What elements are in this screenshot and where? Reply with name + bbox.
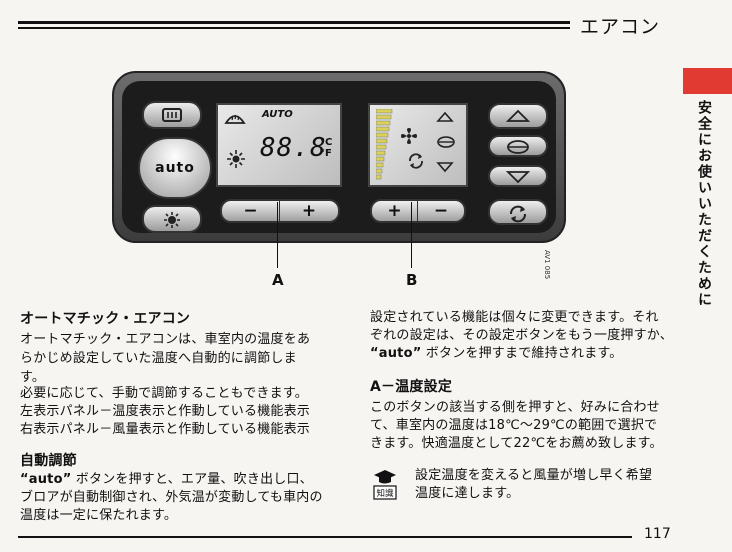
recirculation-icon: [409, 153, 423, 169]
temperature-minus-button: −: [222, 201, 280, 221]
unit-fahrenheit: °F: [320, 148, 332, 159]
body-line: 必要に応じて、手動で調節することもできます。: [20, 386, 308, 401]
fan-icon: [401, 128, 417, 144]
body-line: て、車室内の温度は18℃～29℃の範囲で選択で: [370, 418, 658, 433]
callout-b-label: B: [406, 271, 418, 289]
sun-icon: [164, 212, 180, 228]
knowledge-cap-icon: 知識: [373, 470, 397, 500]
panel-face: auto AUTO 88.8 °C °F: [122, 81, 556, 233]
unit-celsius: °C: [320, 137, 333, 148]
recirculation-icon: [510, 205, 526, 223]
body-line: 左表示パネル－温度表示と作動している機能表示: [20, 404, 311, 419]
fan-minus-button: −: [433, 201, 449, 221]
section-heading-temperature: A－温度設定: [370, 379, 453, 395]
fan-plus-button: +: [372, 201, 418, 221]
vent-face-icon: [507, 140, 529, 154]
body-line: このボタンの該当する側を押すと、好みに合わせ: [370, 400, 660, 415]
body-text: ボタンを押すまで維持されます。: [421, 346, 623, 361]
body-line: 温度は一定に保たれます。: [20, 508, 178, 523]
auto-keyword: “auto”: [370, 346, 422, 361]
callout-a-label: A: [272, 271, 284, 289]
page-title: エアコン: [580, 16, 661, 38]
auto-indicator: AUTO: [262, 109, 293, 120]
vent-center-icon: [437, 136, 455, 148]
left-display-panel: AUTO 88.8 °C °F: [216, 103, 342, 187]
vent-down-icon: [436, 162, 454, 173]
section-tab-marker: [683, 68, 732, 94]
body-line: “auto” ボタンを押すまで維持されます。: [370, 344, 623, 363]
body-line: 右表示パネル－風量表示と作動している機能表示: [20, 422, 311, 437]
arrow-down-icon: [505, 171, 531, 184]
body-text: ボタンを押すと、エア量、吹き出し口、: [71, 472, 313, 487]
vent-up-icon: [436, 111, 454, 122]
windscreen-defrost-icon: [224, 114, 246, 124]
temperature-plus-button: +: [301, 201, 317, 221]
section-heading-auto-adjust: 自動調節: [20, 453, 77, 469]
temperature-readout: 88.8: [260, 133, 327, 163]
auto-keyword: “auto”: [20, 472, 72, 487]
body-line: 設定されている機能は個々に変更できます。それ: [370, 310, 659, 325]
section-tab-label: 安全にお使いいただくために: [696, 100, 712, 308]
header-rule-thin: [18, 27, 570, 29]
recirculation-sun-button: [142, 205, 202, 233]
body-line: ぞれの設定は、その設定ボタンをもう一度押すか、: [370, 328, 673, 343]
section-heading-automatic-ac: オートマチック・エアコン: [20, 311, 191, 327]
recirculation-button: [488, 199, 548, 225]
callout-a-line: [277, 202, 278, 268]
body-line: らかじめ設定していた温度へ自動的に調節しま: [20, 351, 297, 366]
air-up-button: [488, 103, 548, 129]
air-down-button: [488, 165, 548, 187]
arrow-up-icon: [505, 109, 531, 122]
rear-defrost-icon: [162, 108, 182, 122]
header-rule-thick: [18, 21, 570, 24]
rear-defrost-button: [142, 101, 202, 129]
temperature-adjust-bar: − +: [220, 199, 340, 223]
right-display-panel: [368, 103, 468, 187]
climate-control-panel: auto AUTO 88.8 °C °F: [112, 71, 566, 243]
body-line: オートマチック・エアコンは、車室内の温度をあ: [20, 332, 311, 347]
air-center-button: [488, 135, 548, 157]
ac-snowflake-icon: [227, 150, 245, 168]
fan-speed-bar: [376, 109, 393, 180]
tip-line: 温度に達します。: [415, 486, 520, 501]
fan-adjust-bar: + −: [370, 199, 466, 223]
auto-button: auto: [138, 137, 212, 199]
callout-b-line: [411, 202, 412, 268]
page-number: 117: [644, 526, 671, 542]
tip-line: 設定温度を変えると風量が増し早く希望: [415, 468, 653, 483]
body-line: “auto” ボタンを押すと、エア量、吹き出し口、: [20, 470, 313, 489]
body-line: ブロアが自動制御され、外気温が変動しても車内の: [20, 490, 323, 505]
body-line: す。: [20, 370, 46, 385]
footer-rule: [18, 536, 632, 538]
body-line: きます。快適温度として22℃をお薦め致します。: [370, 436, 663, 451]
figure-code: AV1 085: [543, 250, 551, 280]
knowledge-badge-text: 知識: [376, 488, 394, 499]
